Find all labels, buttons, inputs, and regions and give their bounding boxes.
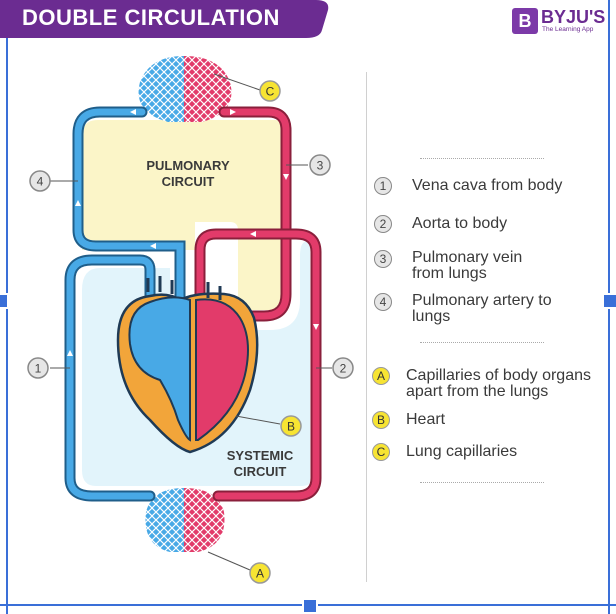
legend-text-4-line1: Pulmonary artery to xyxy=(412,292,552,309)
legend-text-1: Vena cava from body xyxy=(412,177,563,194)
heart xyxy=(116,276,259,454)
brand-tagline: The Learning App xyxy=(542,26,594,33)
left-heart-chambers xyxy=(195,298,249,441)
callout-1: 1 xyxy=(27,357,49,379)
legend-text-A-line1: Capillaries of body organs xyxy=(406,367,591,384)
right-heart-chambers xyxy=(128,296,191,442)
legend-badge-A: A xyxy=(372,367,390,385)
legend-text-3-line2: from lungs xyxy=(412,265,487,282)
svg-text:1: 1 xyxy=(35,362,42,376)
callout-leaders xyxy=(50,73,332,571)
legend-badge-C: C xyxy=(372,443,390,461)
resize-handle-bottom[interactable] xyxy=(302,598,318,614)
systemic-circuit-label-line2: CIRCUIT xyxy=(234,464,287,479)
legend-divider xyxy=(366,72,367,582)
legend-text-C: Lung capillaries xyxy=(406,443,518,460)
page-title: DOUBLE CIRCULATION xyxy=(22,5,280,30)
resize-handle-left[interactable] xyxy=(0,293,9,309)
legend-badge-4: 4 xyxy=(374,293,392,311)
svg-text:A: A xyxy=(256,567,264,581)
legend-text-2: Aorta to body xyxy=(412,215,508,232)
legend-badge-3: 3 xyxy=(374,250,392,268)
brand-logo-badge: B xyxy=(512,8,538,34)
oxygenated-vessels xyxy=(194,106,322,502)
resize-handle-right[interactable] xyxy=(602,293,616,309)
pulmonary-circuit-region xyxy=(82,120,282,310)
brand-name: BYJU'S xyxy=(541,7,606,27)
legend-bottom-rule xyxy=(420,482,544,483)
pulmonary-circuit-label-line1: PULMONARY xyxy=(146,158,230,173)
legend-text-4-line2: lungs xyxy=(412,308,451,325)
pulmonary-circuit-label-line2: CIRCUIT xyxy=(162,174,215,189)
legend-text-3-line1: Pulmonary vein xyxy=(412,249,523,266)
legend-badge-1: 1 xyxy=(374,177,392,195)
legend-middle-rule xyxy=(420,342,544,343)
legend-top-rule xyxy=(420,158,544,159)
svg-text:B: B xyxy=(287,420,295,434)
brand-logo: B BYJU'S The Learning App xyxy=(512,7,612,38)
svg-text:4: 4 xyxy=(37,175,44,189)
body-capillaries xyxy=(145,488,225,552)
callout-C: C xyxy=(259,80,281,102)
callout-B: B xyxy=(280,415,302,437)
legend-text-A-line2: apart from the lungs xyxy=(406,383,549,400)
legend-text-B: Heart xyxy=(406,411,446,428)
svg-text:C: C xyxy=(266,85,275,99)
callout-3: 3 xyxy=(309,154,331,176)
callout-A: A xyxy=(249,562,271,584)
title-banner xyxy=(0,0,329,38)
callout-4: 4 xyxy=(29,170,51,192)
callout-2: 2 xyxy=(332,357,354,379)
svg-text:2: 2 xyxy=(340,362,347,376)
double-circulation-diagram: PULMONARY CIRCUIT SYSTEMIC CIRCUIT 4 1 3… xyxy=(27,56,354,584)
title-banner-shape xyxy=(0,0,329,38)
systemic-circuit-label-line1: SYSTEMIC xyxy=(227,448,294,463)
legend-badge-B: B xyxy=(372,411,390,429)
deoxygenated-vessels xyxy=(64,106,186,502)
svg-text:3: 3 xyxy=(317,159,324,173)
flow-arrows xyxy=(67,109,319,356)
legend-badge-2: 2 xyxy=(374,215,392,233)
lung-capillaries xyxy=(138,56,232,122)
